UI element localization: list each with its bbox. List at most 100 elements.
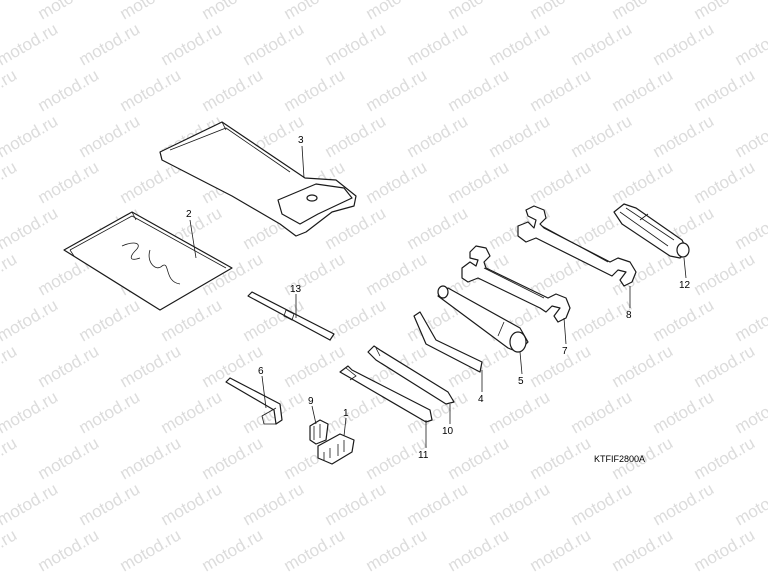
- watermark-text: motod.ru: [691, 525, 759, 575]
- watermark-text: motod.ru: [117, 65, 185, 115]
- watermark-text: motod.ru: [609, 525, 677, 575]
- watermark-text: motod.ru: [0, 525, 20, 575]
- watermark-text: motod.ru: [281, 525, 349, 575]
- callout-8: 8: [626, 310, 632, 321]
- watermark-text: motod.ru: [445, 65, 513, 115]
- watermark-text: motod.ru: [0, 479, 61, 529]
- watermark-text: motod.ru: [404, 479, 472, 529]
- watermark-text: motod.ru: [35, 525, 103, 575]
- watermark-text: motod.ru: [609, 157, 677, 207]
- watermark-text: motod.ru: [0, 341, 20, 391]
- watermark-text: motod.ru: [0, 111, 61, 161]
- watermark-text: motod.ru: [650, 387, 718, 437]
- watermark-text: motod.ru: [732, 19, 768, 69]
- watermark-text: motod.ru: [0, 295, 61, 345]
- watermark-text: motod.ru: [322, 19, 390, 69]
- watermark-text: motod.ru: [0, 249, 20, 299]
- watermark-text: motod.ru: [527, 341, 595, 391]
- callout-10: 10: [442, 426, 454, 437]
- watermark-text: motod.ru: [0, 387, 61, 437]
- watermark-text: motod.ru: [117, 433, 185, 483]
- watermark-text: motod.ru: [281, 341, 349, 391]
- watermark-text: motod.ru: [363, 249, 431, 299]
- callout-11: 11: [418, 450, 429, 461]
- callout-13: 13: [290, 284, 302, 295]
- watermark-text: motod.ru: [486, 19, 554, 69]
- watermark-text: motod.ru: [609, 249, 677, 299]
- watermark-text: motod.ru: [527, 525, 595, 575]
- callout-6: 6: [258, 366, 264, 377]
- watermark-text: motod.ru: [568, 111, 636, 161]
- watermark-text: motod.ru: [35, 157, 103, 207]
- handle-bar-icon: [413, 311, 483, 373]
- watermark-text: motod.ru: [76, 479, 144, 529]
- watermark-text: motod.ru: [0, 157, 20, 207]
- watermark-text: motod.ru: [117, 525, 185, 575]
- watermark-text: motod.ru: [650, 479, 718, 529]
- watermark-text: motod.ru: [199, 433, 267, 483]
- watermark-text: motod.ru: [0, 19, 61, 69]
- watermark-text: motod.ru: [650, 111, 718, 161]
- watermark-text: motod.ru: [609, 65, 677, 115]
- callout-labels: 3 2 13 6 9 1 11 10 4 5 7 8 12 KTFIF2800A: [186, 135, 691, 464]
- watermark-text: motod.ru: [486, 479, 554, 529]
- watermark-text: motod.ru: [363, 0, 431, 23]
- plastic-bag-icon: [63, 211, 233, 311]
- watermark-text: motod.ru: [76, 19, 144, 69]
- watermark-text: motod.ru: [404, 203, 472, 253]
- callout-12: 12: [679, 280, 691, 291]
- watermark-text: motod.ru: [158, 479, 226, 529]
- watermark-text: motod.ru: [732, 387, 768, 437]
- watermark-text: motod.ru: [486, 111, 554, 161]
- watermark-text: motod.ru: [404, 111, 472, 161]
- watermark-text: motod.ru: [0, 433, 20, 483]
- watermark-text: motod.ru: [35, 0, 103, 23]
- watermark-text: motod.ru: [363, 157, 431, 207]
- fuse-puller-icon: [309, 419, 329, 445]
- leader-lines: [189, 145, 687, 448]
- watermark-text: motod.ru: [568, 295, 636, 345]
- watermark-text: motod.ru: [609, 341, 677, 391]
- watermark-text: motod.ru: [650, 19, 718, 69]
- watermark-text: motod.ru: [732, 295, 768, 345]
- watermark-text: motod.ru: [527, 0, 595, 23]
- watermark-text: motod.ru: [527, 65, 595, 115]
- watermark-text: motod.ru: [35, 433, 103, 483]
- watermark-text: motod.ru: [691, 341, 759, 391]
- watermark-text: motod.ru: [281, 65, 349, 115]
- watermark-text: motod.ru: [486, 387, 554, 437]
- watermark-text: motod.ru: [609, 0, 677, 23]
- watermark-text: motod.ru: [363, 65, 431, 115]
- watermark-text: motod.ru: [281, 0, 349, 23]
- watermark-text: motod.ru: [445, 157, 513, 207]
- screwdriver-bit-icon: [247, 291, 335, 341]
- watermark-text: motod.ru: [240, 19, 308, 69]
- watermark-text: motod.ru: [732, 111, 768, 161]
- watermark-text: motod.ru: [117, 341, 185, 391]
- callout-5: 5: [518, 376, 524, 387]
- fuse-holder-icon: [317, 433, 355, 465]
- watermark-text: motod.ru: [691, 65, 759, 115]
- callout-2: 2: [186, 209, 192, 220]
- spark-plug-wrench-icon: [437, 285, 529, 353]
- watermark-text: motod.ru: [732, 203, 768, 253]
- watermark-text: motod.ru: [199, 0, 267, 23]
- watermark-text: motod.ru: [158, 387, 226, 437]
- screwdriver-phillips-icon: [367, 345, 455, 405]
- watermark-text: motod.ru: [445, 525, 513, 575]
- watermark-text: motod.ru: [76, 387, 144, 437]
- callout-4: 4: [478, 394, 484, 405]
- watermark-text: motod.ru: [0, 203, 61, 253]
- watermark-text: motod.ru: [445, 433, 513, 483]
- watermark-text: motod.ru: [568, 19, 636, 69]
- screwdriver-grip-icon: [613, 203, 690, 259]
- watermark-text: motod.ru: [117, 0, 185, 23]
- watermark-text: motod.ru: [199, 525, 267, 575]
- watermark-text: motod.ru: [240, 479, 308, 529]
- watermark-text: motod.ru: [199, 65, 267, 115]
- callout-1: 1: [343, 408, 349, 419]
- open-end-wrench-large-icon: [517, 205, 637, 287]
- open-end-wrench-small-icon: [461, 245, 571, 323]
